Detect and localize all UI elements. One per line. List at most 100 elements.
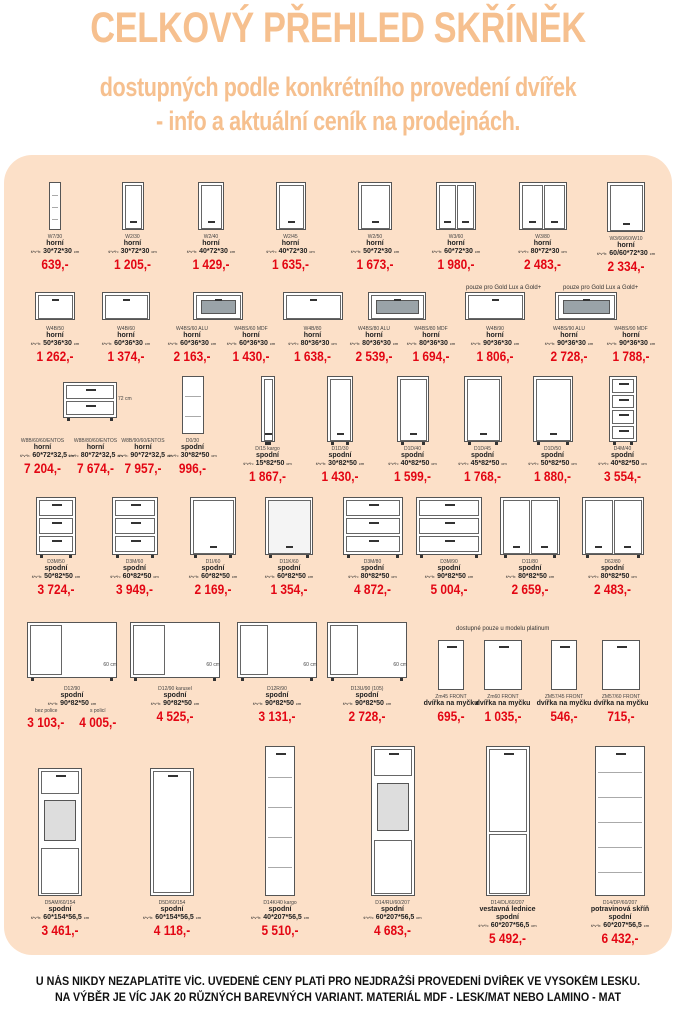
cabinet-drawing — [436, 182, 476, 230]
cabinet-door — [240, 625, 268, 675]
cabinet-body — [416, 497, 482, 558]
lift-up-cabinet-drawing — [63, 382, 117, 421]
dishwasher-front-drawing — [602, 640, 640, 690]
shelf-board — [598, 847, 642, 848]
cabinet-dimensions: š*v*h: 90*82*50 cm — [125, 700, 225, 708]
door-handle — [286, 546, 293, 548]
dimension-value: 90*36*30 — [483, 340, 512, 347]
corner-cabinet-drawing: 60 cm — [237, 616, 317, 682]
lower-door — [373, 840, 412, 894]
cabinet-body — [198, 182, 224, 230]
cabinet-dimensions: š*v*h: 60*36*30 cm — [163, 340, 221, 348]
cabinet-code: D62/80 — [604, 559, 621, 565]
cabinet-price: 5 004,- — [430, 581, 468, 597]
cabinet-type: spodní — [256, 452, 279, 459]
dimension-unit: cm — [416, 915, 422, 920]
dimension-value: 50*82*50 — [540, 460, 570, 467]
cabinet-body — [121, 182, 144, 230]
dimension-prefix: š*v*h: — [350, 249, 362, 254]
cabinet-drawing — [463, 376, 502, 445]
dimension-value: 80*72*30 — [530, 248, 560, 255]
dimension-value: 60*207*56,5 — [603, 922, 642, 929]
cabinet-code: W2/30 — [125, 234, 140, 240]
cabinet-body — [265, 497, 313, 558]
drawer-handle — [368, 540, 379, 542]
cabinet-dimensions: š*v*h: 60*36*30 cm — [222, 340, 280, 348]
door-handle — [388, 753, 399, 755]
dimension-unit: cm — [69, 453, 75, 458]
cabinet-body — [63, 382, 117, 421]
cabinet-body — [237, 622, 317, 681]
cabinet-door — [531, 500, 558, 554]
cabinet-code: W8B/60/60/ENTOS — [20, 438, 65, 444]
cabinet-type: horní — [366, 240, 384, 247]
door-handle — [372, 221, 379, 223]
cabinet-type-2: spodní — [608, 914, 632, 921]
cabinet-leg — [629, 442, 633, 445]
dimension-value: 60*36*30 — [239, 340, 268, 347]
cabinet-price: 1 374,- — [107, 348, 145, 364]
cabinet-dimensions: š*v*h: 90*36*30 cm — [540, 340, 598, 348]
cabinet-code: D12R/90 — [267, 686, 287, 692]
cabinet-door — [268, 500, 311, 554]
dimension-unit: cm — [303, 915, 310, 920]
cabinet-price: 996,- — [178, 460, 207, 476]
cabinet-price: 2 728,- — [348, 708, 386, 724]
cabinet-code: D14K/40 kargo — [263, 900, 297, 906]
cabinet-code: W4BS/60 MDF — [234, 326, 268, 332]
cabinet-dimensions: š*v*h: 45*82*50 cm — [450, 460, 515, 468]
cabinet-type: spodní — [277, 565, 301, 572]
cabinet-type: spodní — [518, 565, 542, 572]
cabinet-code: D1D/45 — [474, 446, 491, 452]
drawer-front — [419, 518, 479, 534]
depth-label: 60 cm — [103, 662, 117, 668]
drawer-handle — [618, 383, 629, 385]
shelf-board — [52, 195, 58, 196]
tall-cabinet-body — [595, 746, 645, 896]
footer-line-1: U NÁS NIKDY NEZAPLATÍTE VÍC. UVEDENÉ CEN… — [35, 976, 641, 988]
cabinet-dimensions: š*v*h: 60*154*56,5 cm — [25, 914, 95, 922]
dimension-unit: cm — [501, 461, 507, 466]
cabinet-type: horní — [560, 332, 578, 339]
dimension-prefix: š*v*h: — [458, 461, 469, 466]
dimension-value: 80*72*32,5 — [80, 452, 116, 459]
cabinet-drawing — [358, 182, 392, 230]
cabinet-leg — [40, 555, 43, 558]
glass-cabinet-drawing — [193, 292, 243, 320]
tall-cabinet-body — [150, 768, 194, 896]
dimension-unit: cm — [211, 453, 217, 458]
cabinet-drawing — [260, 376, 275, 445]
dimension-prefix: š*v*h: — [68, 453, 79, 458]
cabinet-body — [36, 497, 76, 558]
cabinet-type: horní — [422, 332, 440, 339]
dimension-value: 30*72*30 — [43, 248, 72, 255]
cabinet-drawing — [35, 292, 75, 320]
cabinet-drawing — [265, 746, 295, 896]
cabinet-body — [607, 182, 645, 232]
cabinet-price: 2 334,- — [607, 258, 645, 274]
cabinet-price: 4 872,- — [353, 581, 392, 597]
cabinet-type: horní — [533, 240, 552, 247]
cabinet-dimensions: š*v*h: 60*72*30 cm — [415, 248, 497, 256]
cabinet-body — [102, 292, 150, 320]
cabinet-price: 1 673,- — [356, 256, 394, 272]
glass-cabinet-drawing — [555, 292, 617, 320]
shelf-board — [598, 872, 642, 873]
cabinet-code: D12/90 karusel — [158, 686, 192, 692]
cabinet-price: 3 949,- — [115, 581, 154, 597]
cabinet-leg — [536, 442, 540, 445]
cabinet-price: 2 169,- — [194, 581, 232, 597]
front-handle — [560, 646, 570, 648]
dimension-value: 40*82*50 — [610, 460, 640, 467]
dimension-value: 60*82*50 — [201, 573, 230, 580]
cabinet-body — [436, 182, 476, 230]
cabinet-code: D11/80 — [522, 559, 538, 565]
cabinet-dimensions: š*v*h: 50*72*30 cm — [335, 248, 415, 256]
cabinet-code: D3M/80 — [363, 559, 382, 565]
